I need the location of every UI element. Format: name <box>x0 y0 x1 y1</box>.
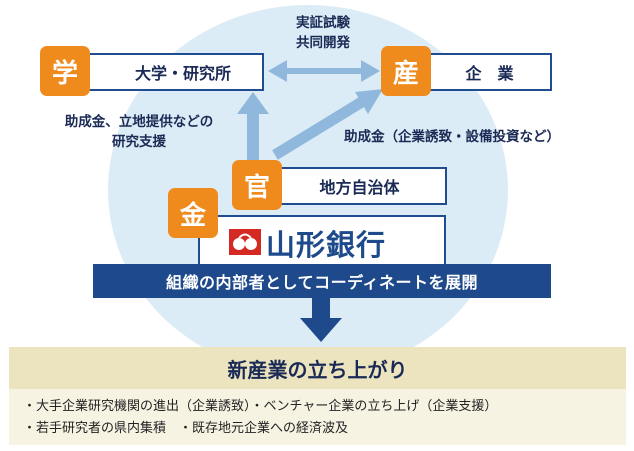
two-way-arrow-icon <box>268 60 380 82</box>
industry-badge: 産 <box>381 46 431 96</box>
government-label: 地方自治体 <box>319 178 400 197</box>
top-label-line-1: 実証試験 <box>296 15 350 31</box>
academia-label: 大学・研究所 <box>134 64 231 83</box>
industry-label: 企 業 <box>465 64 514 83</box>
finance-badge: 金 <box>168 188 218 238</box>
top-label: 実証試験 共同開発 <box>282 13 364 53</box>
bank-logo-icon <box>229 229 261 255</box>
result-title: 新産業の立ち上がり <box>9 347 626 389</box>
coordination-band: 組織の内部者としてコーディネートを展開 <box>93 264 551 298</box>
government-badge: 官 <box>232 160 282 210</box>
academia-badge: 学 <box>40 46 90 96</box>
down-arrow-icon <box>300 296 342 342</box>
bank-name: 山形銀行 <box>266 228 387 262</box>
left-note-line-2: 研究支援 <box>112 134 166 150</box>
left-note-line-1: 助成金、立地提供などの <box>64 114 214 130</box>
right-note: 助成金（企業誘致・設備投資など） <box>344 129 560 145</box>
government-box: 地方自治体 <box>262 167 447 205</box>
top-label-line-2: 共同開発 <box>296 35 350 51</box>
up-arrow-icon <box>237 92 269 160</box>
diagonal-arrow-icon <box>272 89 383 160</box>
left-note: 助成金、立地提供などの 研究支援 <box>34 112 244 152</box>
result-body: ・大手企業研究機関の進出（企業誘致）・ベンチャー企業の立ち上げ（企業支援） ・若… <box>9 389 626 445</box>
result-line-1: ・大手企業研究機関の進出（企業誘致）・ベンチャー企業の立ち上げ（企業支援） <box>23 399 498 414</box>
academia-box: 大学・研究所 <box>72 53 264 91</box>
result-line-2: ・若手研究者の県内集積 ・既存地元企業への経済波及 <box>23 421 349 436</box>
